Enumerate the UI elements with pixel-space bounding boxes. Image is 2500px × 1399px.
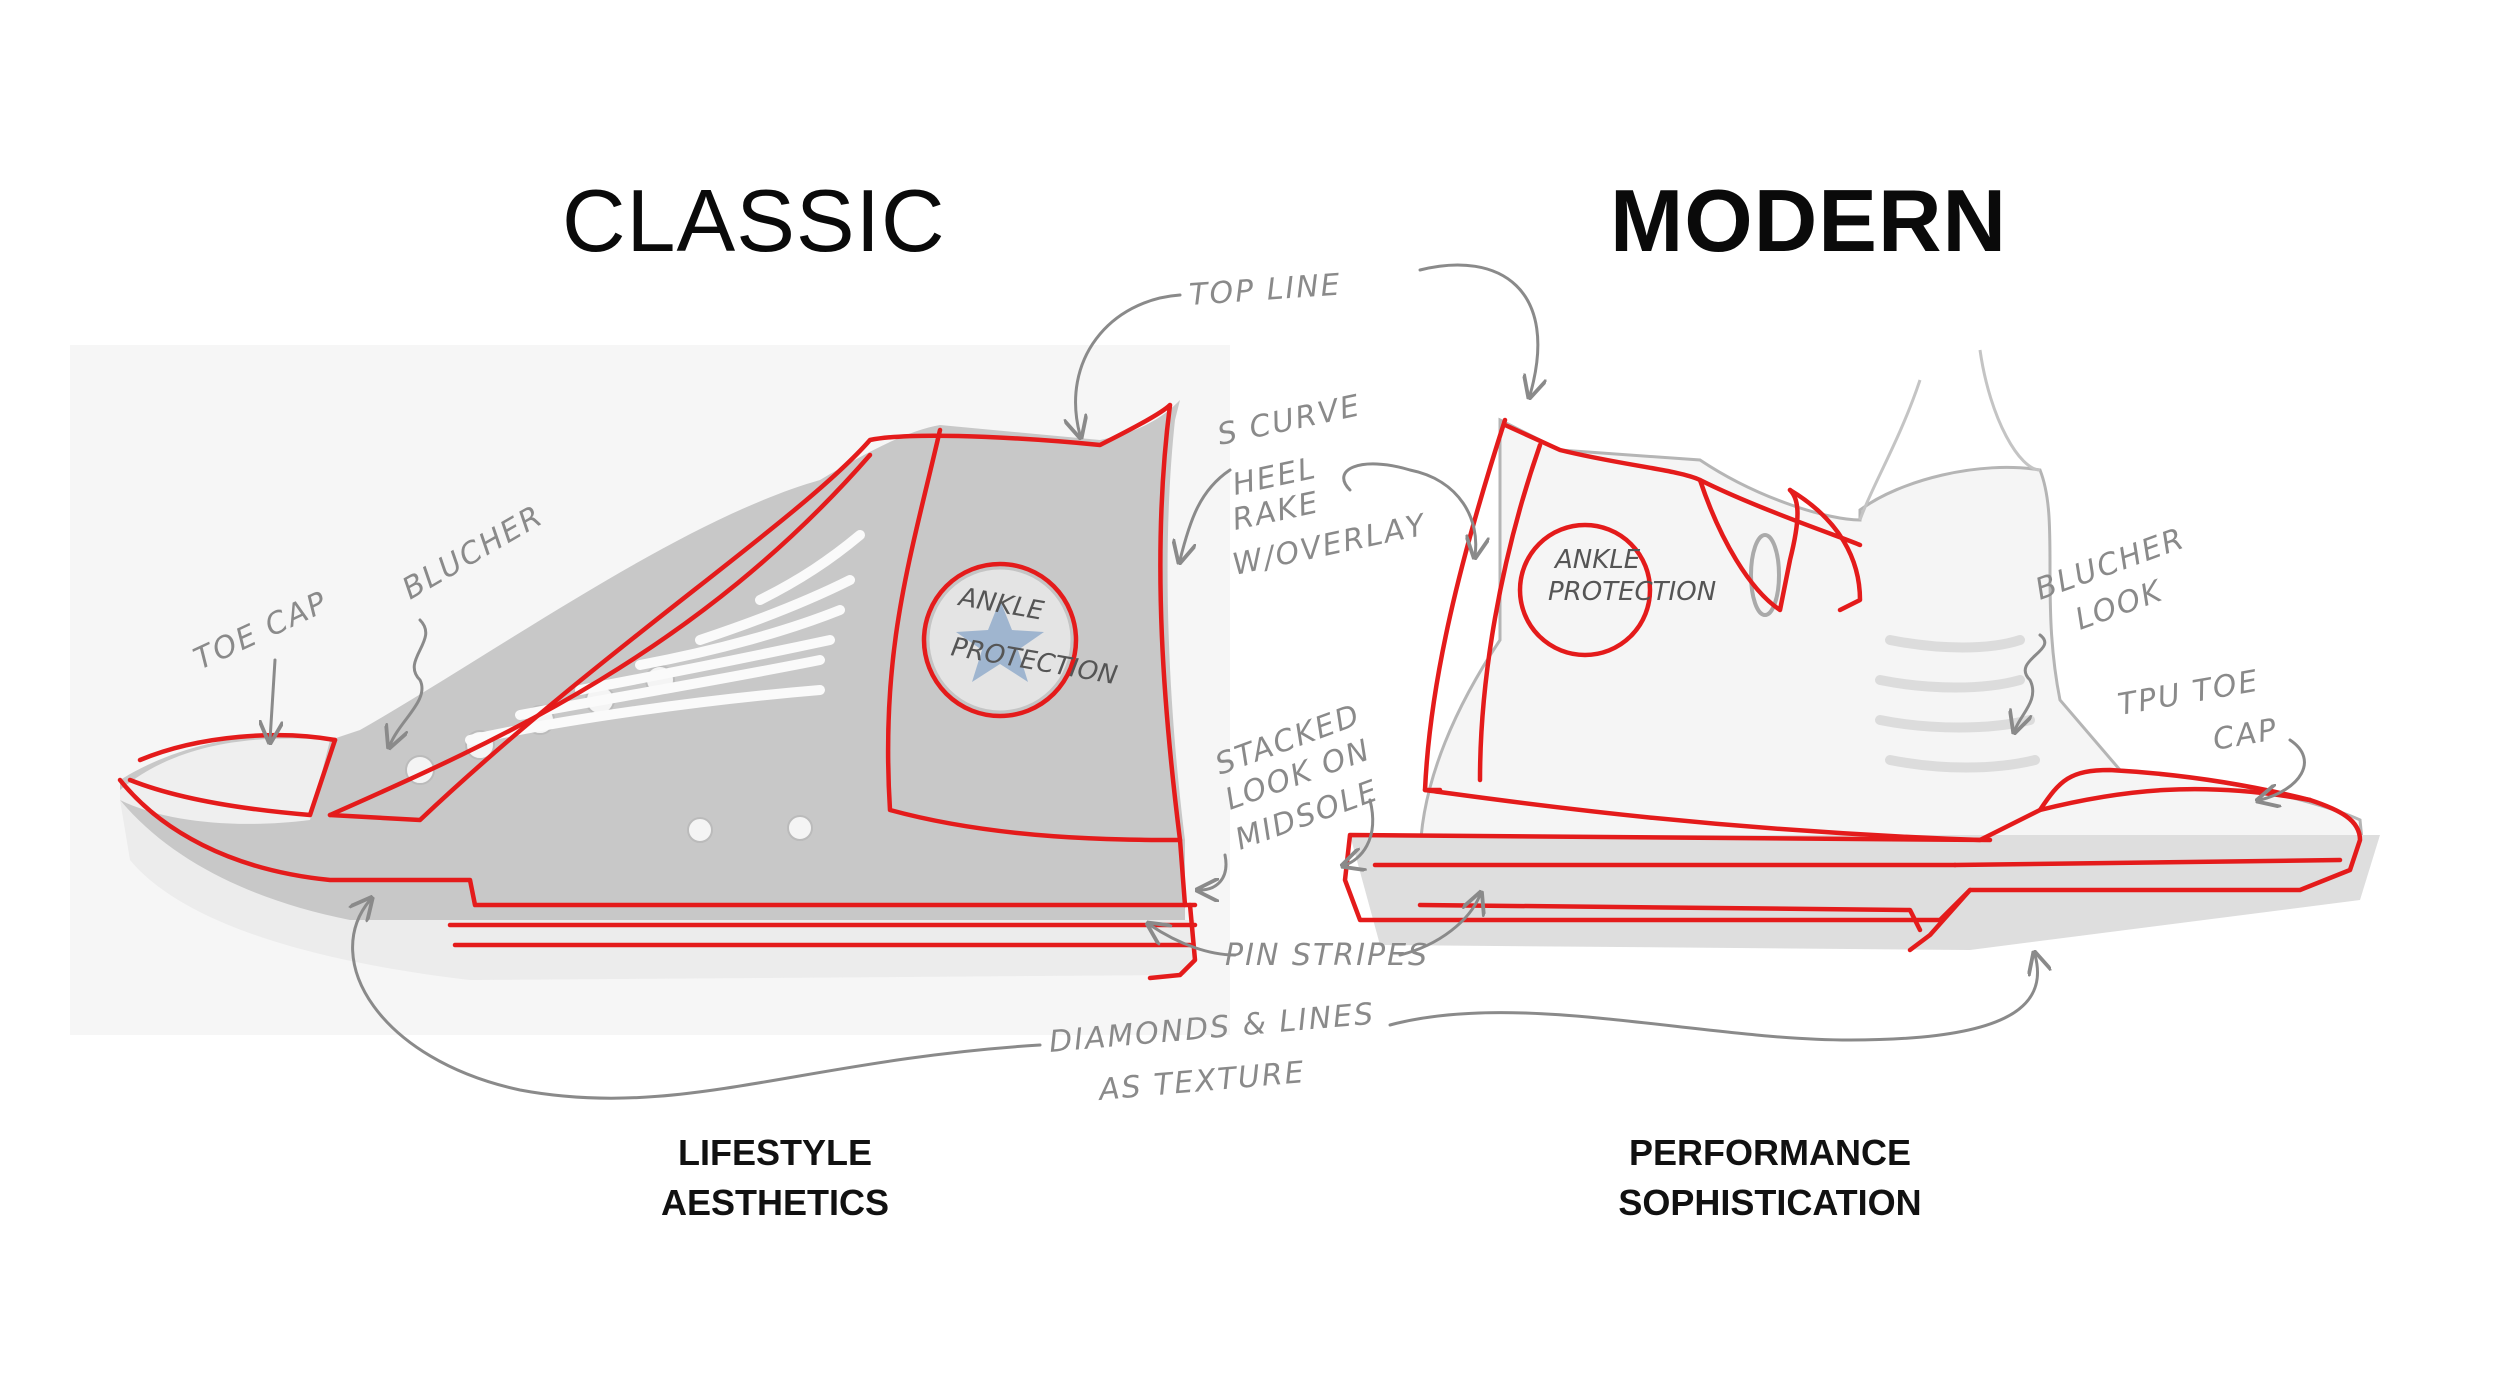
modern-caption-line1: PERFORMANCE [1628,1132,1911,1173]
modern-badge-line2: PROTECTION [1548,577,1716,607]
stacked-arrow-left [1200,853,1228,890]
modern-upper-fill [1418,417,2367,907]
modern-leg-line-2 [1978,349,2041,472]
top-line-note: TOP LINE [1188,267,1343,313]
blucher-look-arrow [2015,633,2047,730]
s-curve-note: S CURVE [1214,388,1364,453]
diamonds-arrow-right [1388,955,2038,1042]
stacked-arrow-right [1345,798,1375,865]
modern-caption: PERFORMANCE SOPHISTICATION [1510,1128,2030,1228]
classic-shoe: ANKLE PROTECTION [117,400,1198,981]
pin-stripes-arrow-left [1150,925,1237,957]
top-line-arrow-right [1418,263,1538,395]
modern-sole-fill [1350,835,2380,950]
modern-eyelet-icon [1749,533,1781,617]
modern-heading: MODERN [1610,171,2008,270]
modern-red-outlines [1342,417,2363,953]
classic-star-icon [956,600,1044,682]
toe-cap-arrow [270,658,275,740]
pin-stripes-arrow-right [1398,895,1480,957]
pin-stripes-note: PIN STRIPES [1225,938,1429,973]
blucher-arrow [390,618,428,745]
top-line-arrow-left [1076,293,1182,435]
modern-leg-line [1858,379,1922,521]
classic-caption-line2: AESTHETICS [660,1182,890,1223]
annotation-arrows [270,263,2306,1100]
classic-caption: LIFESTYLE AESTHETICS [515,1128,1035,1228]
tpu-toe-cap-arrow [2260,738,2306,800]
classic-red-outlines [117,402,1198,981]
tpu-toe-cap-note-2: CAP [2210,712,2281,758]
modern-badge-line1: ANKLE [1553,545,1641,575]
tpu-toe-cap-note-1: TPU TOE [2115,664,2262,723]
modern-shoe: ANKLE PROTECTION [1342,349,2380,953]
classic-toe-fill [120,738,330,824]
s-curve-arrow [1180,468,1232,560]
diamonds-note-2: AS TEXTURE [1096,1055,1307,1108]
classic-caption-line1: LIFESTYLE [677,1132,872,1173]
classic-heading: CLASSIC [562,171,946,270]
modern-caption-line2: SOPHISTICATION [1618,1182,1922,1223]
classic-sole-fill [120,800,1195,980]
heel-rake-arrow [1342,462,1476,555]
diamonds-arrow-left [353,900,1042,1100]
